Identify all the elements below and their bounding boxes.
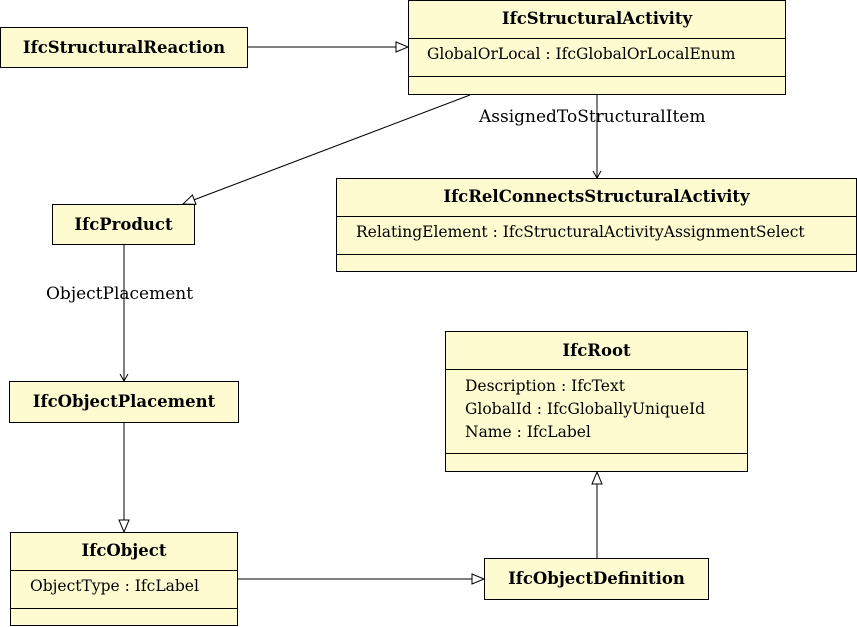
- class-ifc-object-definition[interactable]: IfcObjectDefinition: [484, 558, 709, 600]
- class-ifc-object[interactable]: IfcObject ObjectType : IfcLabel: [10, 532, 238, 626]
- class-ifc-root[interactable]: IfcRoot Description : IfcText GlobalId :…: [445, 331, 748, 472]
- class-attributes: GlobalOrLocal : IfcGlobalOrLocalEnum: [409, 38, 785, 76]
- class-name: IfcObject: [81, 541, 167, 560]
- attribute: Name : IfcLabel: [465, 423, 591, 441]
- edge-label-object-placement: ObjectPlacement: [46, 284, 194, 304]
- attribute: RelatingElement : IfcStructuralActivityA…: [356, 223, 805, 241]
- class-operations: [11, 608, 237, 626]
- attribute: GlobalId : IfcGloballyUniqueId: [465, 400, 706, 418]
- class-name: IfcRelConnectsStructuralActivity: [443, 187, 750, 206]
- edge-label-assigned-to-structural-item: AssignedToStructuralItem: [479, 107, 706, 127]
- class-ifc-structural-reaction[interactable]: IfcStructuralReaction: [0, 27, 248, 68]
- class-attributes: ObjectType : IfcLabel: [11, 570, 237, 608]
- class-ifc-structural-activity[interactable]: IfcStructuralActivity GlobalOrLocal : If…: [408, 0, 786, 95]
- class-operations: [446, 453, 747, 472]
- attribute: Description : IfcText: [465, 377, 625, 395]
- class-attributes: RelatingElement : IfcStructuralActivityA…: [337, 216, 856, 254]
- class-ifc-object-placement[interactable]: IfcObjectPlacement: [9, 381, 239, 423]
- class-name: IfcStructuralReaction: [22, 38, 226, 57]
- class-name: IfcObjectDefinition: [508, 569, 685, 588]
- class-ifc-rel-connects-structural-activity[interactable]: IfcRelConnectsStructuralActivity Relatin…: [336, 178, 857, 272]
- class-operations: [409, 76, 785, 95]
- class-name: IfcProduct: [74, 215, 173, 234]
- attribute: GlobalOrLocal : IfcGlobalOrLocalEnum: [427, 45, 736, 63]
- class-operations: [337, 254, 856, 272]
- class-name: IfcRoot: [562, 341, 631, 360]
- attribute: ObjectType : IfcLabel: [30, 577, 199, 595]
- class-ifc-product[interactable]: IfcProduct: [52, 204, 195, 245]
- class-name: IfcObjectPlacement: [32, 392, 216, 411]
- class-name: IfcStructuralActivity: [501, 9, 693, 28]
- class-attributes: Description : IfcText GlobalId : IfcGlob…: [446, 369, 747, 453]
